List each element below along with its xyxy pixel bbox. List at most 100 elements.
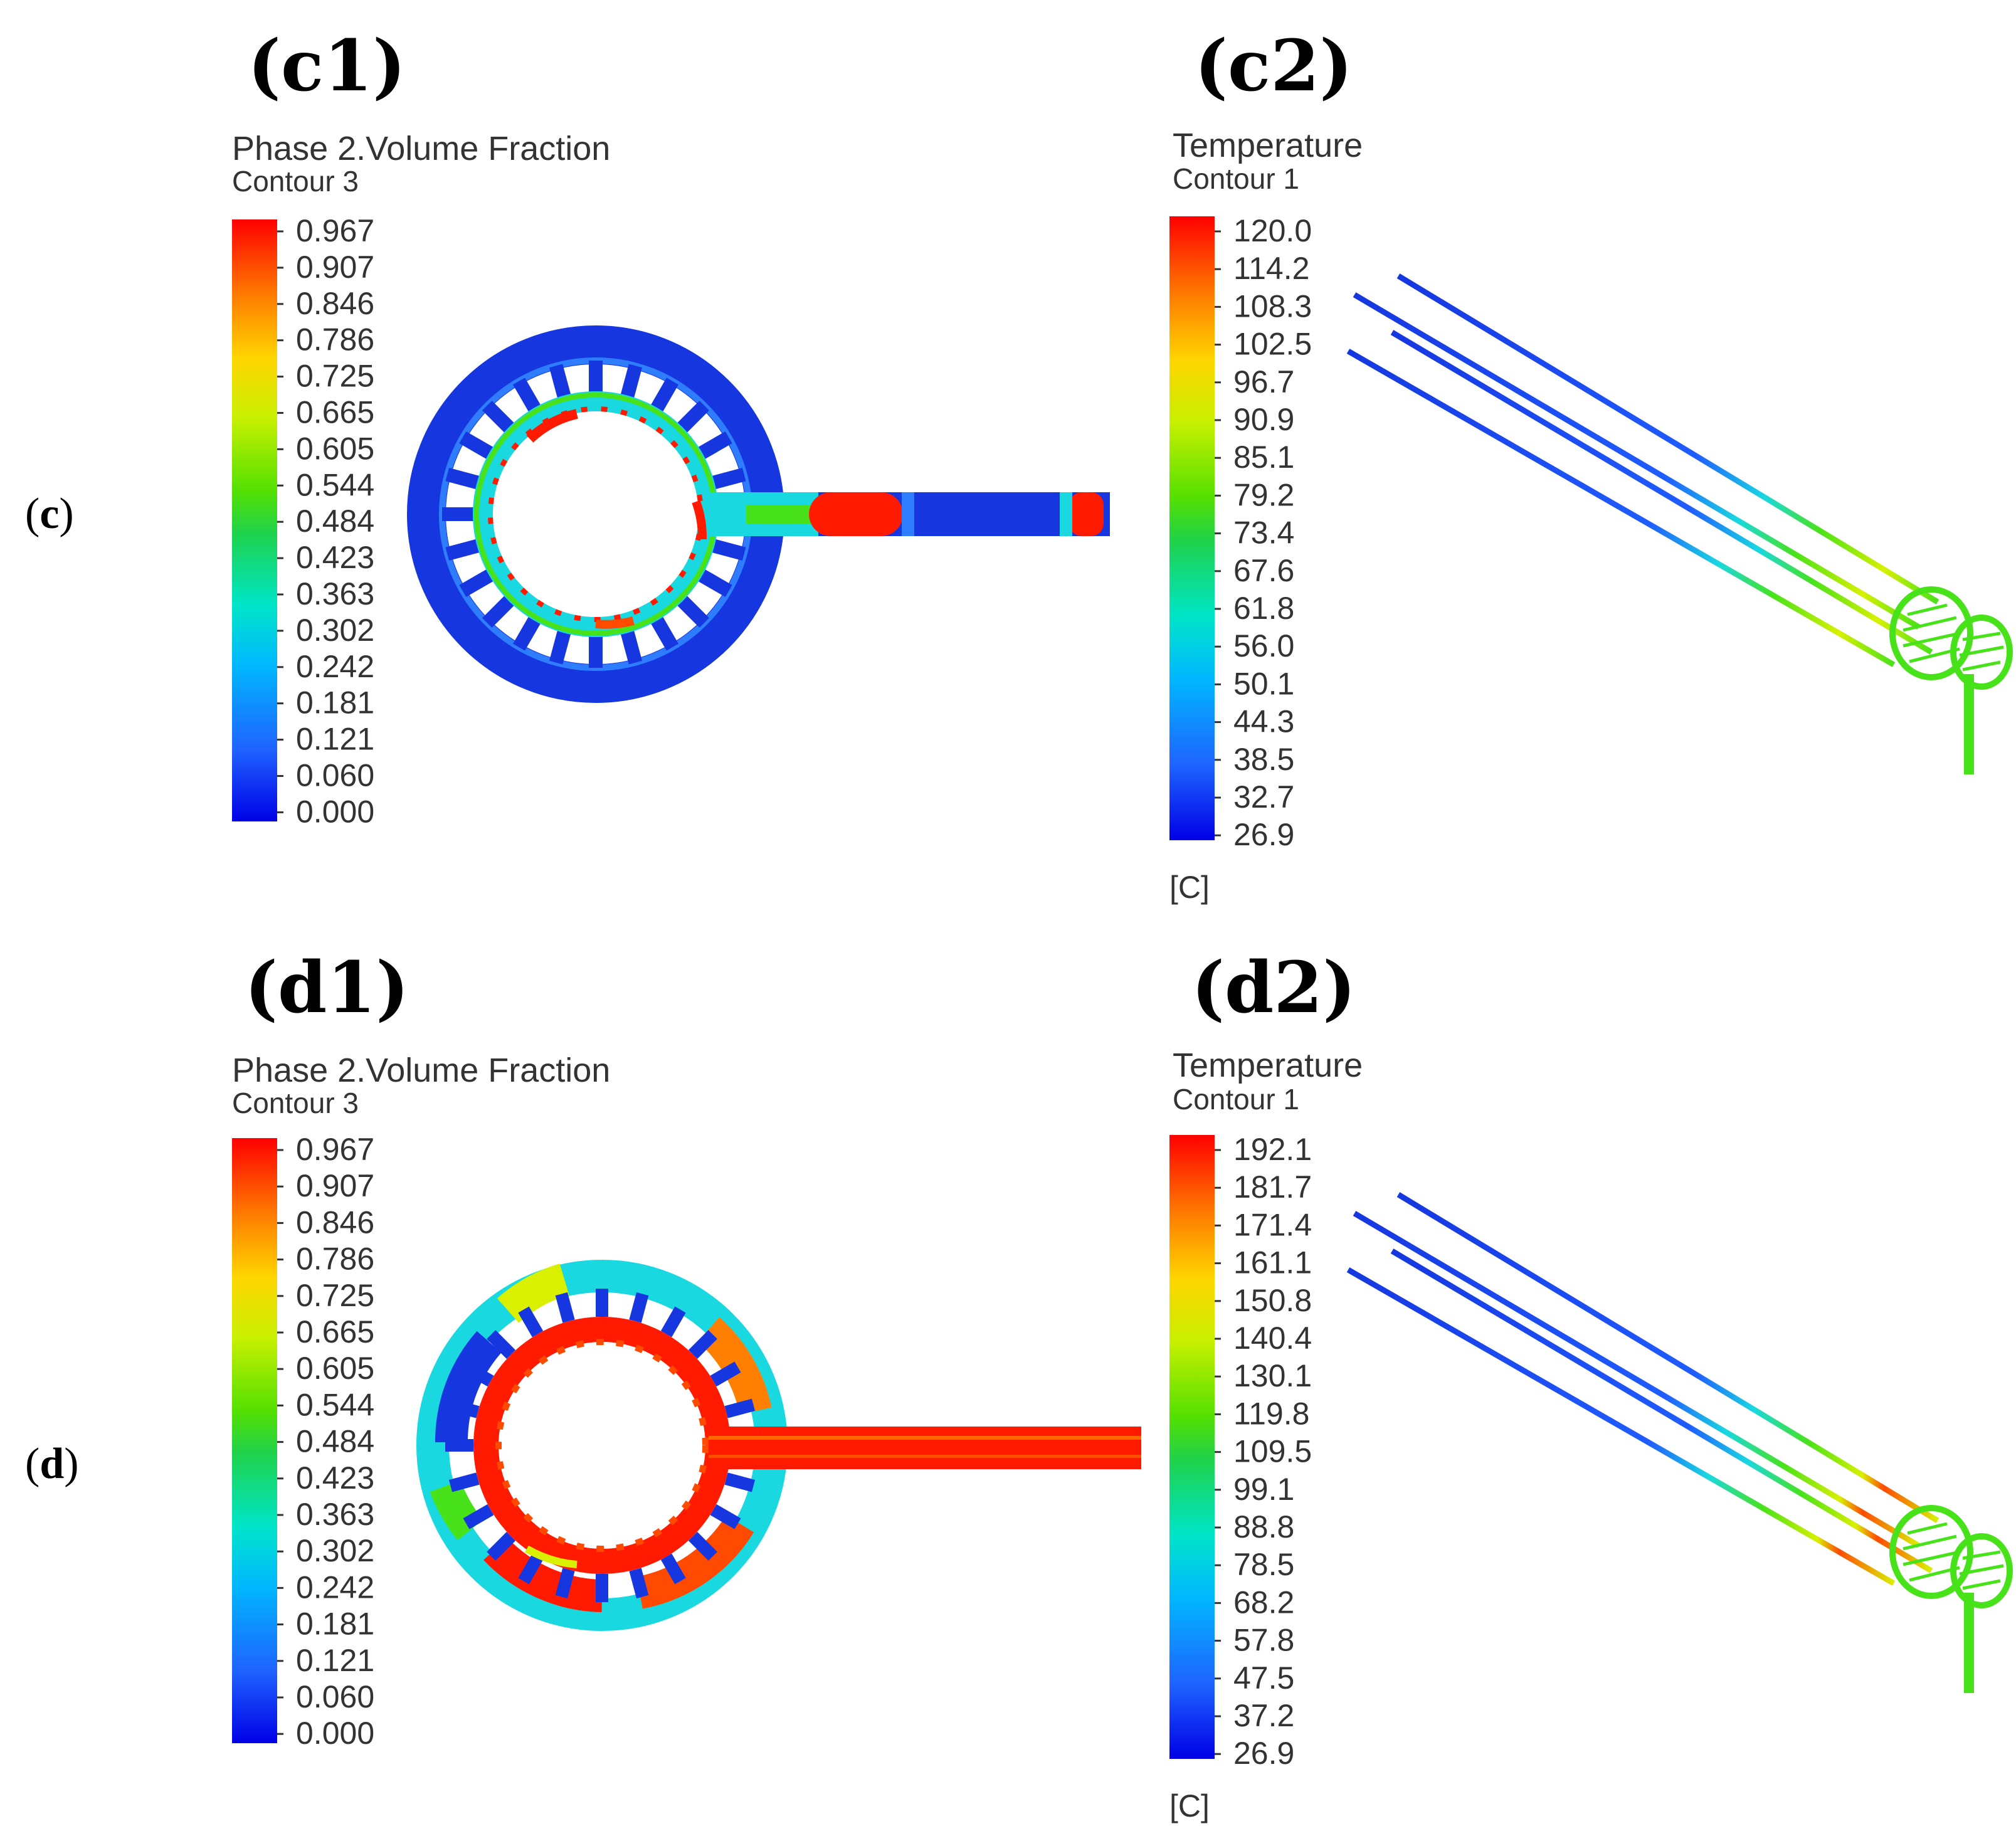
- colorbar-tick-label: 0.121: [296, 1643, 374, 1678]
- temperature-contour-d2: [1346, 1192, 2013, 1693]
- subfigure-label-c1: (c1): [248, 25, 406, 107]
- legend-subtitle-c1: Contour 3: [232, 165, 359, 198]
- row-label-c: (c): [25, 490, 74, 538]
- ring-spoke: [487, 1531, 516, 1561]
- subfigure-label-d1: (d1): [245, 947, 409, 1029]
- ring-spoke: [445, 539, 480, 561]
- colorbar-tick-label: 0.000: [296, 1716, 374, 1751]
- ring-spoke: [487, 1330, 516, 1359]
- ring-spoke: [724, 1472, 756, 1492]
- colorbar-tick-label: 0.967: [296, 213, 374, 248]
- colorbar-tick-label: 0.363: [296, 1497, 374, 1532]
- colorbar-tick-label: 0.665: [296, 395, 374, 430]
- volume-fraction-contour-c1: [407, 325, 1110, 703]
- colorbar-tick-label: 85.1: [1233, 440, 1294, 475]
- colorbar-tick-label: 0.181: [296, 685, 374, 720]
- colorbar-tick-label: 0.665: [296, 1314, 374, 1349]
- colorbar-tick-label: 0.907: [296, 250, 374, 285]
- colorbar-tick-label: 0.121: [296, 722, 374, 757]
- ring-spoke: [518, 1306, 544, 1338]
- colorbar-tick-label: 0.423: [296, 540, 374, 575]
- colorbar-tick-label: 119.8: [1233, 1396, 1309, 1431]
- ring-spoke: [688, 1330, 717, 1359]
- ring-spoke: [459, 431, 493, 460]
- colorbar-tick-label: 90.9: [1233, 402, 1294, 437]
- colorbar-tick-label: 114.2: [1233, 251, 1309, 286]
- colorbar-tick-label: 192.1: [1233, 1132, 1312, 1167]
- colorbar-tick-label: 0.302: [296, 613, 374, 648]
- legend-title-d1: Phase 2.Volume Fraction: [232, 1052, 611, 1089]
- colorbar-ticks-d1: 0.9670.9070.8460.7860.7250.6650.6050.544…: [277, 1132, 374, 1751]
- legend-subtitle-d2: Contour 1: [1173, 1083, 1300, 1116]
- volume-fraction-contour-d1: [416, 1260, 1141, 1631]
- tick-labels: 120.0114.2108.3102.596.790.985.179.273.4…: [1215, 213, 1312, 852]
- colorbar-tick-label: 0.725: [296, 1278, 374, 1313]
- colorbar-tick-label: 44.3: [1233, 704, 1294, 739]
- colorbar-tick-label: 0.060: [296, 1679, 374, 1714]
- ring-spoke: [629, 1292, 649, 1323]
- colorbar-tick-label: 0.484: [296, 1424, 374, 1459]
- colorbar-tick-label: 120.0: [1233, 213, 1312, 248]
- subfigure-label-d2: (d2): [1191, 947, 1356, 1029]
- tick-labels: 0.9670.9070.8460.7860.7250.6650.6050.544…: [277, 213, 374, 829]
- colorbar-tick-label: 26.9: [1233, 1736, 1294, 1771]
- ring-spoke: [650, 616, 679, 651]
- colorbar-tick-label: 171.4: [1233, 1207, 1312, 1242]
- ring-spoke: [712, 539, 746, 561]
- colorbar-tick-label: 0.967: [296, 1132, 374, 1167]
- colorbar-tick-label: 0.484: [296, 504, 374, 539]
- ring-spoke: [712, 467, 746, 490]
- colorbar-tick-label: 0.544: [296, 1387, 374, 1422]
- ring-spoke: [620, 630, 643, 665]
- unit-label-c2: [C]: [1169, 870, 1210, 905]
- colorbar-tick-label: 26.9: [1233, 817, 1294, 852]
- colorbar-tick-label: 0.000: [296, 794, 374, 829]
- ring-spoke: [549, 364, 571, 398]
- ring-spoke: [448, 1398, 480, 1418]
- colorbar-tick-label: 0.544: [296, 467, 374, 502]
- ring-spoke: [512, 377, 541, 412]
- colorbar-tick-label: 102.5: [1233, 327, 1312, 362]
- colorbar-tick-label: 50.1: [1233, 666, 1294, 701]
- colorbar-tick-label: 130.1: [1233, 1358, 1312, 1393]
- colorbar-tick-label: 0.725: [296, 359, 374, 394]
- colorbar-tick-label: 0.302: [296, 1533, 374, 1568]
- ring-spoke: [518, 1553, 544, 1585]
- colorbar-tick-label: 140.4: [1233, 1321, 1312, 1356]
- colorbar-tick-label: 96.7: [1233, 364, 1294, 399]
- colorbar-tick-label: 37.2: [1233, 1698, 1294, 1733]
- colorbar-tick-label: 88.8: [1233, 1509, 1294, 1544]
- ring-spoke: [629, 1568, 649, 1599]
- colorbar-tick-label: 0.423: [296, 1460, 374, 1496]
- colorbar-tick-label: 109.5: [1233, 1434, 1312, 1469]
- ring-spoke: [698, 431, 732, 460]
- ring-spoke: [688, 1531, 717, 1561]
- colorbar-tick-label: 78.5: [1233, 1547, 1294, 1582]
- colorbar-tick-label: 0.181: [296, 1607, 374, 1642]
- ring-spoke: [445, 467, 480, 490]
- ring-spoke: [463, 1504, 494, 1529]
- legend-subtitle-c2: Contour 1: [1173, 162, 1300, 195]
- colorbar-tick-label: 38.5: [1233, 742, 1294, 777]
- unit-label-d2: [C]: [1169, 1788, 1210, 1823]
- colorbar-tick-label: 0.060: [296, 758, 374, 793]
- ring-spoke: [698, 569, 732, 598]
- legend-title-d2: Temperature: [1173, 1047, 1363, 1084]
- legend-subtitle-d1: Contour 3: [232, 1087, 359, 1119]
- colorbar-tick-label: 47.5: [1233, 1660, 1294, 1696]
- ring-spoke: [448, 1472, 480, 1492]
- ring-spoke: [710, 1361, 741, 1387]
- colorbar-tick-label: 73.4: [1233, 515, 1294, 551]
- ring-spoke: [710, 1504, 741, 1529]
- colorbar-tick-label: 108.3: [1233, 288, 1312, 324]
- colorbar-c2: [1169, 216, 1215, 840]
- colorbar-tick-label: 161.1: [1233, 1245, 1312, 1280]
- ring-spoke: [482, 400, 514, 433]
- ring-spoke: [463, 1361, 494, 1387]
- ring-spoke: [549, 630, 571, 665]
- colorbar-tick-label: 150.8: [1233, 1283, 1312, 1318]
- tick-labels: 0.9670.9070.8460.7860.7250.6650.6050.544…: [277, 1132, 374, 1751]
- colorbar-d1: [232, 1138, 277, 1743]
- ring-spoke: [660, 1306, 686, 1338]
- temperature-contour-c2: [1346, 273, 2013, 774]
